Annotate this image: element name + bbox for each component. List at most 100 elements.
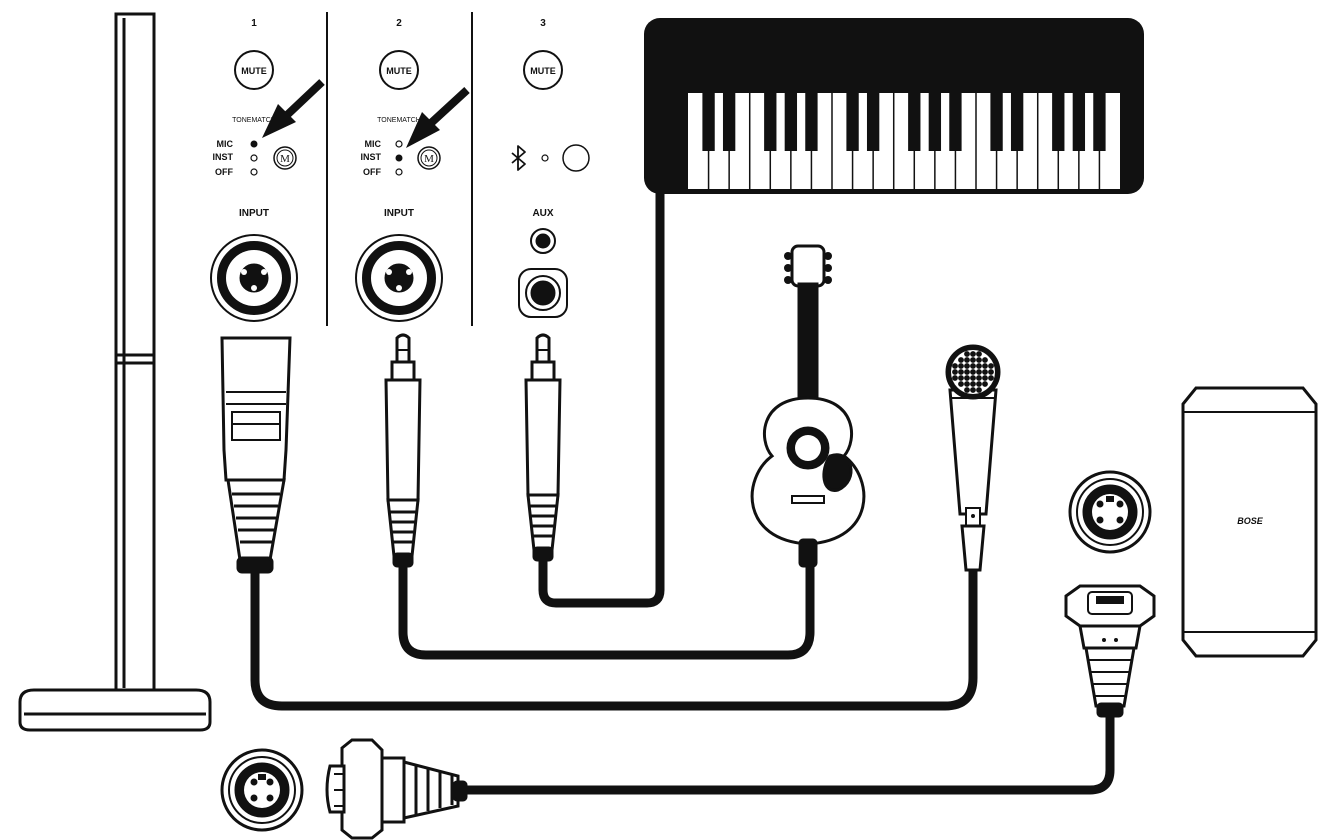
- cable-keyboard: [538, 187, 665, 608]
- xlr-cable-connector: [220, 336, 292, 574]
- grille-dot: [982, 375, 988, 381]
- black-key: [805, 93, 818, 151]
- microphone: [945, 344, 1001, 572]
- tonematch-button-label: M: [280, 153, 290, 165]
- grille-dot: [982, 381, 988, 387]
- mode-mic-led: [395, 140, 403, 148]
- mute-label: MUTE: [241, 66, 267, 76]
- tonematch-label: TONEMATCH: [377, 117, 421, 124]
- mode-off-led: [395, 168, 403, 176]
- grille-dot: [964, 387, 970, 393]
- grille-dot: [988, 375, 994, 381]
- cable-speaker-link: [455, 707, 1115, 795]
- grille-dot: [964, 381, 970, 387]
- grille-dot: [982, 363, 988, 369]
- black-key: [784, 93, 798, 151]
- cable-mic-xlr: [250, 563, 978, 711]
- black-key: [928, 93, 942, 151]
- grille-dot: [952, 363, 958, 369]
- black-key: [1052, 93, 1065, 151]
- mode-mic-label: MIC: [365, 139, 382, 149]
- black-key: [1010, 93, 1024, 151]
- grille-dot: [976, 351, 982, 357]
- grille-dot: [970, 375, 976, 381]
- mode-off-label: OFF: [215, 167, 233, 177]
- grille-dot: [952, 375, 958, 381]
- input-label: INPUT: [239, 208, 269, 219]
- combo-jack[interactable]: [210, 234, 298, 322]
- grille-dot: [982, 357, 988, 363]
- grille-dot: [976, 363, 982, 369]
- grille-dot: [964, 375, 970, 381]
- grille-dot: [964, 369, 970, 375]
- grille-dot: [988, 363, 994, 369]
- grille-dot: [976, 381, 982, 387]
- grille-dot: [976, 375, 982, 381]
- black-key: [722, 93, 736, 151]
- keyboard: [644, 18, 1144, 194]
- black-key: [866, 93, 880, 151]
- mode-off-label: OFF: [363, 167, 381, 177]
- bluetooth-led: [541, 154, 549, 162]
- cables: [250, 187, 1115, 795]
- speaker-cable-connector-right: [1064, 584, 1156, 718]
- black-key: [764, 93, 777, 151]
- combo-jack[interactable]: [355, 234, 443, 322]
- quarter-inch-plug-ch2: [384, 333, 422, 568]
- black-key: [1072, 93, 1086, 151]
- mute-button[interactable]: [234, 50, 274, 90]
- mute-button[interactable]: [379, 50, 419, 90]
- stand-output-socket: [220, 748, 304, 832]
- mode-inst-led: [395, 154, 403, 162]
- input-label: INPUT: [384, 208, 414, 219]
- bluetooth-pair-button[interactable]: [562, 144, 590, 172]
- mode-inst-label: INST: [360, 152, 381, 162]
- tonematch-button-label: M: [424, 153, 434, 165]
- aux-label: AUX: [532, 208, 553, 219]
- black-key: [702, 93, 715, 151]
- arrow-pointer: [262, 79, 325, 138]
- grille-dot: [964, 357, 970, 363]
- grille-dot: [970, 369, 976, 375]
- mic-stand-column: [18, 12, 212, 732]
- channel-2: 2 MUTE TONEMATCH MIC INST OFF M INPUT: [355, 18, 470, 322]
- speaker-input-socket: [1068, 470, 1152, 554]
- aux-mini-jack[interactable]: [530, 228, 556, 254]
- grille-dot: [970, 387, 976, 393]
- mute-label: MUTE: [530, 66, 556, 76]
- acoustic-guitar: [750, 244, 866, 568]
- black-key: [1093, 93, 1106, 151]
- channel-1: 1 MUTE TONEMATCH MIC INST OFF M INPUT: [210, 18, 325, 322]
- mode-mic-label: MIC: [217, 139, 234, 149]
- channel-3: 3 MUTE AUX: [511, 18, 590, 318]
- quarter-inch-plug-ch3: [524, 333, 562, 562]
- grille-dot: [970, 357, 976, 363]
- grille-dot: [982, 369, 988, 375]
- mixer-panel: 1 MUTE TONEMATCH MIC INST OFF M INPUT: [210, 12, 590, 326]
- channel-number: 1: [251, 18, 257, 29]
- bose-speaker: BOSE: [1181, 386, 1318, 658]
- grille-dot: [970, 363, 976, 369]
- grille-dot: [976, 369, 982, 375]
- mode-inst-label: INST: [212, 152, 233, 162]
- channel-number: 2: [396, 18, 402, 29]
- black-key: [949, 93, 962, 151]
- mode-off-led: [250, 168, 258, 176]
- grille-dot: [964, 363, 970, 369]
- grille-dot: [970, 381, 976, 387]
- mute-label: MUTE: [386, 66, 412, 76]
- speaker-brand: BOSE: [1237, 516, 1264, 526]
- quarter-inch-jack[interactable]: [518, 268, 568, 318]
- arrow-pointer: [406, 87, 470, 148]
- cable-guitar: [398, 560, 815, 660]
- grille-dot: [958, 381, 964, 387]
- grille-dot: [988, 369, 994, 375]
- mute-button[interactable]: [523, 50, 563, 90]
- grille-dot: [970, 351, 976, 357]
- channel-number: 3: [540, 18, 546, 29]
- bluetooth-icon: [511, 145, 526, 171]
- grille-dot: [976, 387, 982, 393]
- grille-dot: [964, 351, 970, 357]
- grille-dot: [976, 357, 982, 363]
